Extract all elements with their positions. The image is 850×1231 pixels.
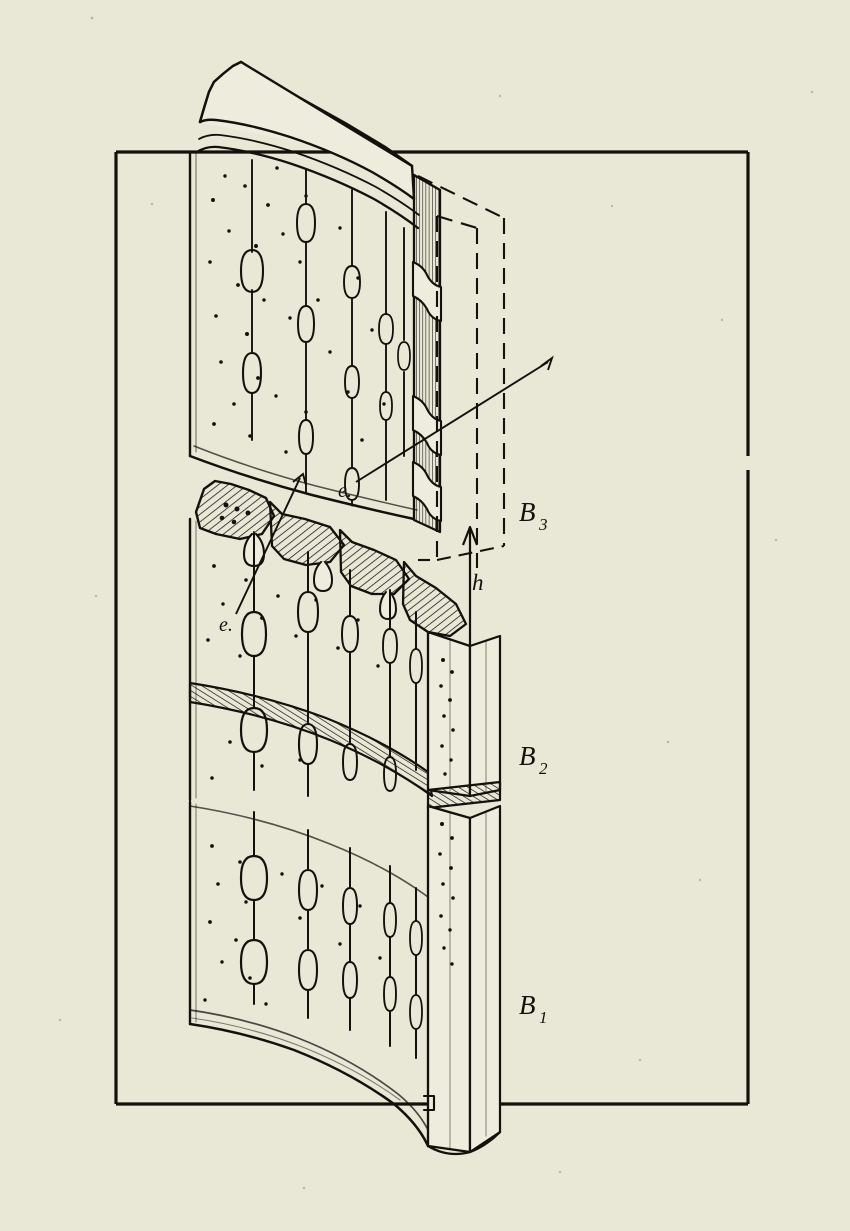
label-B1-subscript: 1 — [539, 1008, 548, 1027]
block-B3 — [188, 60, 443, 534]
side-slab-B1 — [422, 804, 502, 1156]
label-B1: B 1 — [519, 990, 548, 1027]
stipple-B1 — [203, 844, 382, 1006]
label-B3: B 3 — [519, 497, 548, 534]
strands-B1 — [239, 811, 423, 1059]
stipple-B3 — [208, 166, 386, 454]
label-e-lower-text: e. — [219, 614, 233, 636]
plate-border — [114, 150, 750, 1106]
leader-e-upper — [355, 355, 554, 483]
h-dimension-arrow — [461, 525, 479, 660]
label-e-lower: e. — [219, 614, 233, 636]
figure-labels: e. e. h B 3 B 2 B 1 — [219, 480, 548, 1027]
label-h: h — [472, 570, 484, 595]
label-B1-letter: B — [519, 990, 536, 1020]
label-B2-letter: B — [519, 741, 536, 771]
top-cut-surface-B2 — [194, 479, 468, 638]
side-slab-B2 — [426, 630, 502, 810]
label-B3-subscript: 3 — [538, 515, 548, 534]
strands-B2 — [239, 529, 423, 797]
block-B2 — [188, 479, 502, 810]
paper-specks — [58, 16, 814, 1190]
label-B3-letter: B — [519, 497, 536, 527]
strands-B3 — [239, 159, 411, 520]
label-e-upper-text: e. — [338, 480, 352, 502]
label-e-upper: e. — [338, 480, 352, 502]
block-B1 — [188, 800, 502, 1156]
leader-e-lower — [235, 472, 307, 615]
leader-lines — [235, 355, 554, 615]
label-h-text: h — [472, 570, 484, 595]
label-B2-subscript: 2 — [539, 759, 548, 778]
label-B2: B 2 — [519, 741, 548, 778]
